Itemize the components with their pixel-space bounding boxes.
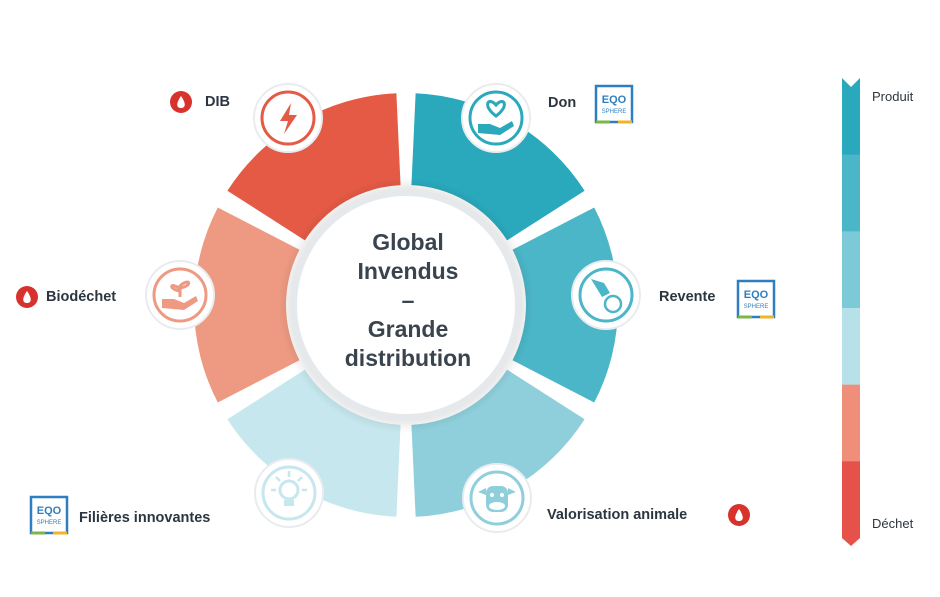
eqo-subtext: SPHERE xyxy=(37,520,62,526)
lightbulb-icon xyxy=(254,458,324,528)
eqo-frame xyxy=(594,84,634,124)
segment-label-biodechet: Biodéchet xyxy=(46,289,117,305)
segment-label-filieres-innovantes: Filières innovantes xyxy=(79,510,211,526)
red-drop-badge-icon xyxy=(728,504,750,526)
cow-snout-shape xyxy=(489,502,505,510)
eqo-frame xyxy=(736,279,776,319)
plant-icon-shape xyxy=(170,280,191,297)
scale-segment xyxy=(842,154,860,232)
produit-dechet-scale xyxy=(842,78,860,546)
eqo-text: EQO xyxy=(37,505,62,517)
scale-bottom-label: Déchet xyxy=(872,516,914,531)
lightning-icon-shape xyxy=(280,103,297,134)
segment-label-valorisation-animale: Valorisation animale xyxy=(547,507,688,523)
center-title-line: distribution xyxy=(344,345,472,371)
center-circle xyxy=(291,190,521,420)
cow-eye-shape xyxy=(500,493,504,497)
center-title-line: Grande xyxy=(367,316,449,342)
segment-dib xyxy=(227,93,401,241)
bulb-ray-shape xyxy=(275,476,281,482)
bulb-icon-shape xyxy=(278,479,300,501)
segment-valorisation-animale xyxy=(411,369,585,517)
scale-segment xyxy=(842,461,860,539)
center-title: Global Invendus – Grande distribution xyxy=(313,228,503,373)
segment-don xyxy=(411,93,585,241)
icon-inner-ring xyxy=(261,465,317,521)
segment-biodechet xyxy=(194,207,300,403)
icon-outer-ring xyxy=(461,83,531,153)
drop-shape xyxy=(735,509,743,521)
red-drop-badge-icon xyxy=(170,91,192,113)
bulb-ray-shape xyxy=(297,476,303,482)
scale-bottom-point xyxy=(842,538,860,546)
bulb-base-shape xyxy=(284,500,294,506)
icon-inner-ring xyxy=(578,267,634,323)
segment-filieres-innovantes xyxy=(227,369,401,517)
heart-hand-icon xyxy=(461,83,531,153)
eqo-sphere-logo-icon: EQO SPHERE xyxy=(736,279,776,319)
lightning-icon xyxy=(253,83,323,153)
hand-icon-shape xyxy=(162,296,198,310)
hand-icon-shape xyxy=(478,121,514,135)
eqo-sphere-logo-icon: EQO SPHERE xyxy=(594,84,634,124)
center-title-line: Global xyxy=(372,229,444,255)
icon-outer-ring xyxy=(254,458,324,528)
eqo-subtext: SPHERE xyxy=(744,304,769,310)
eqo-subtext: SPHERE xyxy=(602,109,627,115)
icon-inner-ring xyxy=(469,470,525,526)
segment-label-don: Don xyxy=(548,95,577,111)
cow-ears-shape xyxy=(478,488,516,495)
scale-segment xyxy=(842,231,860,309)
eqo-text: EQO xyxy=(744,289,769,301)
icon-inner-ring xyxy=(260,90,316,146)
scale-top-label: Produit xyxy=(872,89,914,104)
drop-shape xyxy=(177,96,185,108)
heart-icon-shape xyxy=(486,100,506,118)
scale-segment xyxy=(842,78,860,156)
cow-icon xyxy=(462,463,532,533)
plant-hand-icon xyxy=(145,260,215,330)
coin-hand-icon xyxy=(571,260,641,330)
drop-shape xyxy=(23,291,31,303)
icon-inner-ring xyxy=(152,267,208,323)
eqo-text: EQO xyxy=(602,94,627,106)
scale-segment xyxy=(842,308,860,386)
eqo-frame xyxy=(29,495,69,535)
coin-icon-shape xyxy=(603,294,623,314)
segment-label-revente: Revente xyxy=(659,289,716,305)
eqo-sphere-logo-icon: EQO SPHERE xyxy=(29,495,69,535)
segment-revente xyxy=(512,207,618,403)
scale-segment xyxy=(842,384,860,462)
red-drop-badge-icon xyxy=(16,286,38,308)
center-title-line: Invendus xyxy=(357,258,459,284)
icon-inner-ring xyxy=(468,90,524,146)
segment-label-dib: DIB xyxy=(205,94,230,110)
center-title-line: – xyxy=(401,287,415,313)
hand-icon-shape xyxy=(591,279,610,297)
cow-eye-shape xyxy=(490,493,494,497)
scale-top-notch xyxy=(842,78,860,87)
